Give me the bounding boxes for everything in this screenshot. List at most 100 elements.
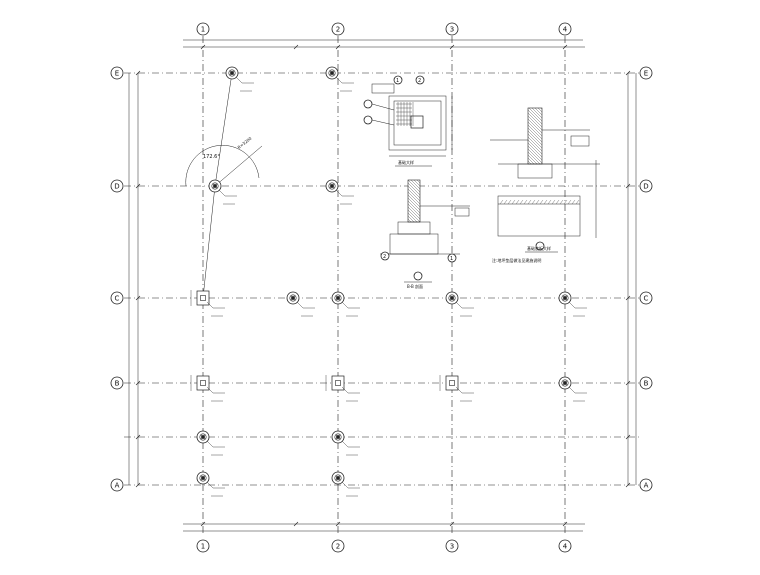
hatch-line [407,215,415,223]
column-core [330,184,334,188]
axis-bubble-A-left: A [110,478,124,492]
hatch-line [527,160,532,165]
footing-ring-inner [334,474,342,482]
axis-bubble-1-bottom: 1 [196,539,210,553]
pad-hatch-line [539,199,544,205]
pad-hatch-line [503,199,508,205]
column-footing [331,471,360,497]
axis-label-E-right: E [644,70,648,78]
diagonal-line-lower [202,185,216,299]
wall-title-marker [535,241,545,251]
hatch-line [407,182,421,196]
column-footing [325,179,354,205]
axis-label-B-right: B [644,380,649,388]
column-core [563,381,567,385]
dim-tick [200,521,206,527]
axis-label-A-left: A [115,482,120,490]
pad-hatch-line [571,199,576,205]
column-core [563,296,567,300]
axis-label-4-bottom: 4 [563,543,568,551]
label-leader [296,301,304,309]
hatch-line [527,121,543,137]
wall-tag [570,135,590,147]
label-leader [455,386,463,394]
section-marker-label-1: 1 [450,256,453,262]
detail-marker-2 [363,115,373,125]
column-core [200,380,206,386]
label-leader [568,386,576,394]
footing-square [196,375,210,391]
axis-label-C-right: C [644,295,649,303]
detail-marker-label-a: 1 [396,78,399,84]
hatch-line [528,107,543,122]
caption-section: B-B 剖面 [407,283,423,289]
axis-bubble-B-left: B [110,376,124,390]
hatch-line [540,107,543,110]
footing-ring-inner [334,433,342,441]
column-core [336,476,340,480]
column-footing [325,375,360,402]
footing-ring-inner [199,474,207,482]
column-core [336,296,340,300]
axis-label-3-top: 3 [450,26,454,34]
axis-label-1-top: 1 [201,26,205,34]
detail-marker-top-b [415,75,425,85]
label-leader [455,301,463,309]
axis-bubble-3-top: 3 [445,22,459,36]
label-leader [206,440,214,448]
pad-hatch-line [567,199,572,205]
dim-tick [562,44,568,50]
axis-label-B-left: B [115,380,120,388]
column-core [230,71,234,75]
dim-tick [135,295,141,301]
section-marker-1 [447,253,457,263]
column-footing [439,375,474,402]
label-leader [206,301,214,309]
note-box [371,83,395,94]
hatch-line [407,188,421,202]
pad-hatch-line [543,199,548,205]
dim-tick [135,380,141,386]
pad-hatch-line [575,199,580,205]
column-core [201,476,205,480]
label-leader [206,386,214,394]
axis-label-D-left: D [114,183,119,191]
hatch-line [413,179,421,187]
column-footing [196,430,225,456]
pad-hatch-line [515,199,520,205]
pad-hatch-line [519,199,524,205]
axis-label-C-left: C [115,295,120,303]
pad-hatch-line [511,199,516,205]
axis-label-3-bottom: 3 [450,543,454,551]
detail-section-bb: 2 1 B-B 剖面 [380,179,470,289]
dim-tick [335,44,341,50]
hatch-line [527,124,543,140]
column-footing [196,471,225,497]
hatch-line [527,145,543,161]
dim-tick [293,521,299,527]
column-footing [190,375,225,402]
label-leader [341,301,349,309]
footing-ring-inner [448,294,456,302]
dim-tick [135,70,141,76]
wall-footing-pad [497,195,581,237]
column-core [200,295,206,301]
column-core [330,71,334,75]
dim-tick [335,521,341,527]
pad-hatch-line [563,199,568,205]
column-core [449,380,455,386]
column-core [201,435,205,439]
pad-hatch-line [531,199,536,205]
dimension-lines [128,39,637,532]
hatch-line [531,107,543,119]
label-leader [341,481,349,489]
axis-bubble-D-left: D [110,179,124,193]
pad-hatch-line [499,199,504,205]
column-footing [190,290,225,317]
angle-label: 172.6° [203,154,220,160]
label-leader [335,76,343,84]
hatch-line [527,133,543,149]
axis-bubble-2-bottom: 2 [331,539,345,553]
hatch-line [527,139,543,155]
